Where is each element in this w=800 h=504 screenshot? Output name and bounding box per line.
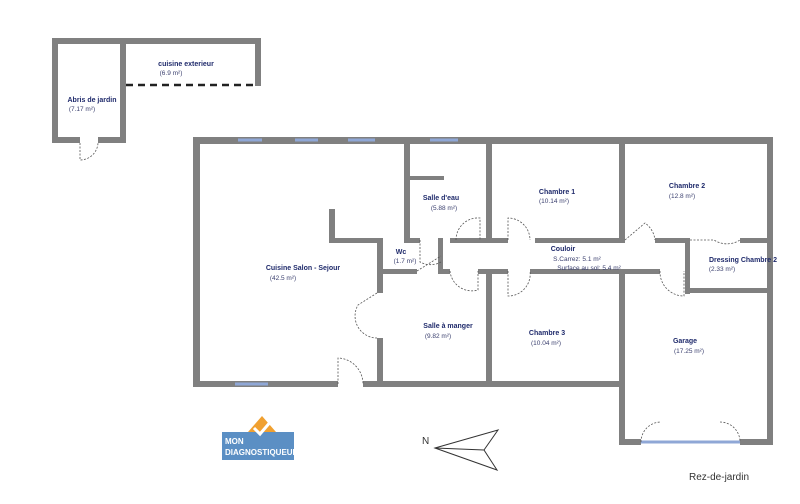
room-area-chambre2: (12.8 m²) (669, 193, 695, 200)
room-area-chambre3: (10.04 m²) (531, 340, 561, 347)
room-name-couloir: Couloir (551, 246, 576, 253)
room-area-wc: (1.7 m²) (394, 258, 417, 265)
level-label: Rez-de-jardin (689, 472, 749, 483)
windows (235, 138, 740, 444)
room-area-dressing: (2.33 m²) (709, 266, 735, 273)
room-area-salle-eau: (5.88 m²) (431, 205, 457, 212)
couloir-surface-sol: Surface au sol: 5.4 m² (557, 265, 621, 272)
room-name-garage: Garage (673, 338, 697, 345)
room-area-chambre1: (10.14 m²) (539, 198, 569, 205)
room-name-chambre2: Chambre 2 (669, 183, 705, 190)
room-name-chambre3: Chambre 3 (529, 330, 565, 337)
room-name-cuisine-salon: Cuisine Salon - Sejour (266, 265, 341, 272)
room-name-dressing: Dressing Chambre 2 (709, 257, 777, 264)
room-name-wc: Wc (396, 249, 407, 256)
logo: MON DIAGNOSTIQUEUR (222, 416, 299, 460)
couloir-carrez: S.Carrez: 5.1 m² (553, 256, 602, 263)
shed-door-swing (79, 142, 99, 161)
room-area-abris: (7.17 m²) (69, 106, 95, 113)
room-area-garage: (17.25 m²) (674, 348, 704, 355)
compass-label: N (422, 436, 429, 447)
room-name-abris: Abris de jardin (67, 97, 116, 104)
logo-line1: MON (225, 437, 244, 446)
room-area-cuisine-salon: (42.5 m²) (270, 275, 296, 282)
annex-walls (52, 38, 261, 143)
logo-line2: DIAGNOSTIQUEUR (225, 448, 299, 457)
house-inner-walls (329, 144, 767, 387)
room-name-salle-eau: Salle d'eau (423, 195, 459, 202)
room-area-cuisine-ext: (6.9 m²) (160, 70, 183, 77)
room-name-salle-manger: Salle à manger (423, 323, 473, 330)
north-arrow: N (422, 429, 500, 471)
room-name-cuisine-ext: cuisine exterieur (158, 61, 214, 68)
room-area-salle-manger: (9.82 m²) (425, 333, 451, 340)
doors (337, 217, 741, 443)
room-name-chambre1: Chambre 1 (539, 189, 575, 196)
